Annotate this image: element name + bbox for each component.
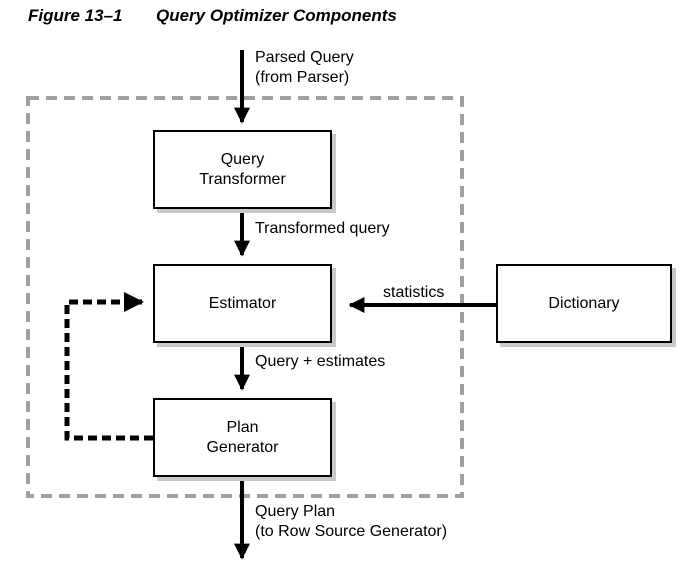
query-transformer-box: Query Transformer	[153, 130, 332, 209]
label-query-plan: Query Plan (to Row Source Generator)	[255, 502, 447, 542]
arrow-feedback-loop	[64, 292, 153, 441]
figure-caption: Figure 13–1 Query Optimizer Components	[28, 6, 397, 26]
label-query-plan-line2: (to Row Source Generator)	[255, 523, 448, 540]
query-transformer-line2: Transformer	[199, 170, 286, 188]
optimizer-boundary	[26, 96, 464, 498]
query-transformer-line1: Query	[220, 150, 265, 168]
label-transformed-query: Transformed query	[255, 220, 390, 237]
label-query-estimates: Query + estimates	[255, 353, 386, 370]
label-statistics: statistics	[383, 284, 445, 301]
plan-generator-line1: Plan	[226, 418, 259, 436]
estimator-box: Estimator	[153, 264, 332, 343]
label-parsed-query-line1: Parsed Query	[255, 49, 354, 66]
figure-title: Query Optimizer Components	[156, 6, 397, 25]
plan-generator-box: Plan Generator	[153, 398, 332, 477]
label-query-plan-line1: Query Plan	[255, 503, 336, 520]
figure-number: Figure 13–1	[28, 6, 123, 25]
label-parsed-query-line2: (from Parser)	[255, 69, 350, 86]
dictionary-label: Dictionary	[548, 294, 620, 312]
label-parsed-query: Parsed Query (from Parser)	[255, 48, 354, 88]
dictionary-box: Dictionary	[496, 264, 672, 343]
plan-generator-line2: Generator	[206, 438, 279, 456]
estimator-label: Estimator	[208, 294, 277, 312]
